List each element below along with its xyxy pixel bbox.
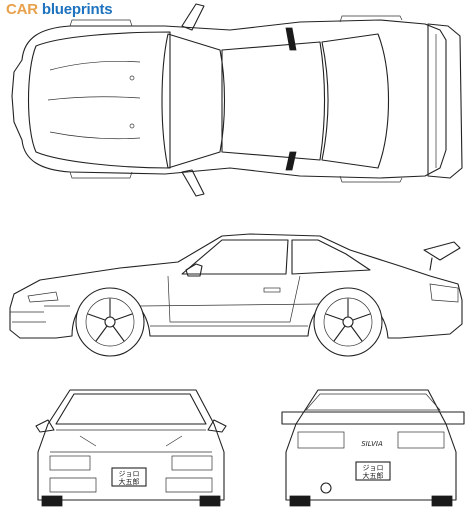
front-bumper-lines <box>10 305 70 323</box>
rear-wing-blade <box>281 411 465 425</box>
top-front-flares <box>69 19 133 179</box>
front-wheel-spokes <box>87 298 133 342</box>
rear-wheel-spokes <box>325 298 371 342</box>
mirror-top-right <box>181 169 205 197</box>
top-roof <box>221 41 326 161</box>
rear-wheel-rim <box>323 297 373 347</box>
top-body-outline <box>11 19 447 179</box>
side-rear-wing <box>423 241 461 271</box>
rear-taillight-right <box>397 431 445 449</box>
front-body-outline <box>37 389 225 501</box>
side-front-window <box>181 239 289 275</box>
rear-plate-line-1: ジョロ <box>363 464 384 472</box>
front-mirrors <box>35 419 227 433</box>
door-line <box>167 275 301 323</box>
top-rear-window <box>321 33 390 169</box>
top-rear-flares <box>339 15 403 183</box>
hood-pin-right <box>129 123 135 129</box>
hood-vent-lines <box>47 60 141 140</box>
b-pillar-top <box>285 27 297 51</box>
front-windshield <box>55 393 207 425</box>
rear-tires <box>289 495 453 507</box>
side-tail-lamp <box>429 283 459 303</box>
rear-taillight-left <box>297 431 345 449</box>
side-mirror <box>185 263 203 277</box>
car-blueprints-logo: CAR blueprints <box>6 1 113 18</box>
rear-window <box>305 393 441 411</box>
mirror-top-left <box>181 3 205 31</box>
front-bumper-vents <box>49 477 213 493</box>
side-sill-line <box>139 303 321 327</box>
front-plate-line-2: 大五郎 <box>119 477 140 486</box>
rear-license-plate <box>355 461 391 481</box>
logo-brand: CAR <box>6 1 38 18</box>
front-license-plate <box>111 467 147 487</box>
front-wheel-rim <box>85 297 135 347</box>
front-hood-lines <box>56 429 206 447</box>
b-pillar-bottom <box>285 151 297 171</box>
top-rear-wing <box>427 23 463 179</box>
logo-word: blueprints <box>41 1 113 18</box>
front-view: ジョロ 大五郎 <box>35 389 227 507</box>
top-windshield <box>161 33 226 169</box>
rear-plate-line-2: 大五郎 <box>363 471 384 480</box>
hood-outline <box>28 31 171 169</box>
side-view <box>9 233 463 357</box>
rear-body-outline <box>285 389 457 501</box>
rear-badge: SILVIA <box>361 440 383 448</box>
door-handle <box>263 287 281 293</box>
exhaust-tip <box>320 482 332 494</box>
front-tires <box>41 495 221 507</box>
hood-pin-left <box>129 75 135 81</box>
front-headlight-left <box>49 455 91 471</box>
front-headlight-right <box>171 455 213 471</box>
front-plate-line-1: ジョロ <box>119 470 140 478</box>
top-view <box>11 3 463 197</box>
rear-view: SILVIA ジョロ 大五郎 <box>281 389 465 507</box>
side-rear-window <box>291 239 371 275</box>
side-headlight <box>27 291 59 303</box>
